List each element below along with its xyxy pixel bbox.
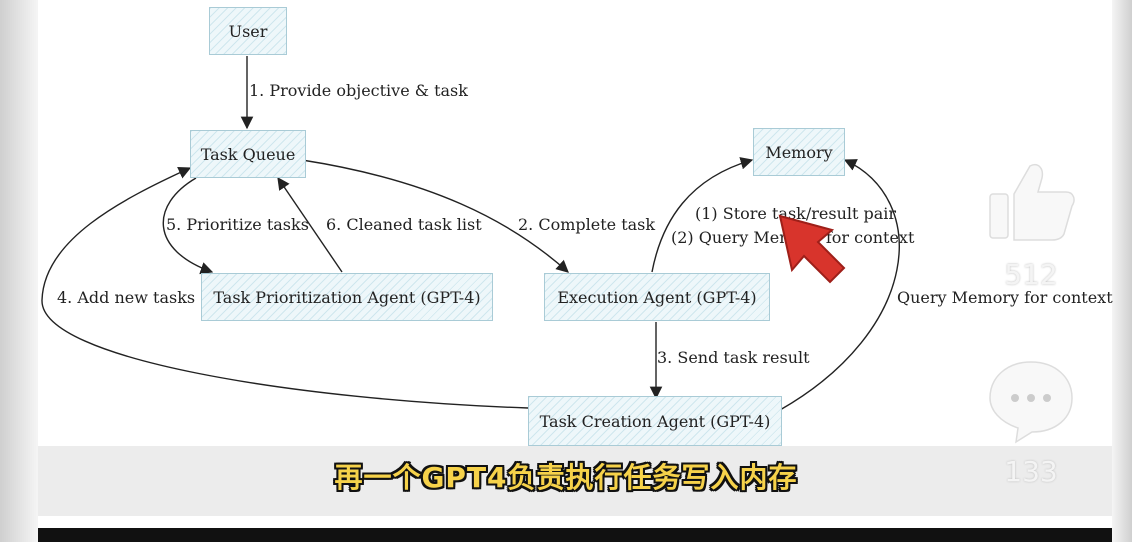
label-cleaned: 6. Cleaned task list: [326, 215, 482, 234]
node-user: User: [209, 7, 287, 55]
node-prioritization-agent: Task Prioritization Agent (GPT-4): [201, 273, 493, 321]
right-blur-strip: [1112, 0, 1132, 542]
edge-complete: [301, 159, 569, 273]
node-memory: Memory: [753, 128, 845, 176]
edge-cleaned: [277, 176, 343, 273]
comment-count: 133: [1004, 455, 1058, 488]
like-button[interactable]: [986, 160, 1076, 242]
like-count: 512: [1004, 258, 1058, 291]
comment-button[interactable]: [986, 356, 1076, 446]
left-blur-strip: [0, 0, 38, 542]
subtitle-band: [38, 446, 1112, 516]
label-query-memory-creation: Query Memory for context: [897, 288, 1113, 307]
label-add-tasks: 4. Add new tasks: [57, 288, 196, 307]
label-complete: 2. Complete task: [518, 215, 656, 234]
edge-query-memory: [779, 159, 900, 411]
video-subtitle: 再一个GPT4负责执行任务写入内存: [334, 461, 798, 494]
node-task-queue: Task Queue: [190, 130, 306, 178]
comment-bubble-icon: [989, 361, 1073, 444]
edge-prioritize: [162, 177, 214, 275]
edge-store-pair: [651, 157, 754, 273]
label-send-result: 3. Send task result: [657, 348, 810, 367]
thumbs-up-icon: [989, 164, 1075, 241]
node-creation-agent: Task Creation Agent (GPT-4): [528, 396, 782, 446]
label-prioritize: 5. Prioritize tasks: [166, 215, 309, 234]
label-provide: 1. Provide objective & task: [249, 81, 468, 100]
node-execution-agent: Execution Agent (GPT-4): [544, 273, 770, 321]
pointer-icon: [778, 214, 846, 284]
edge-add-tasks: [41, 166, 529, 409]
bottom-bar: [38, 528, 1112, 542]
label-store-pair: (1) Store task/result pair: [695, 204, 897, 223]
